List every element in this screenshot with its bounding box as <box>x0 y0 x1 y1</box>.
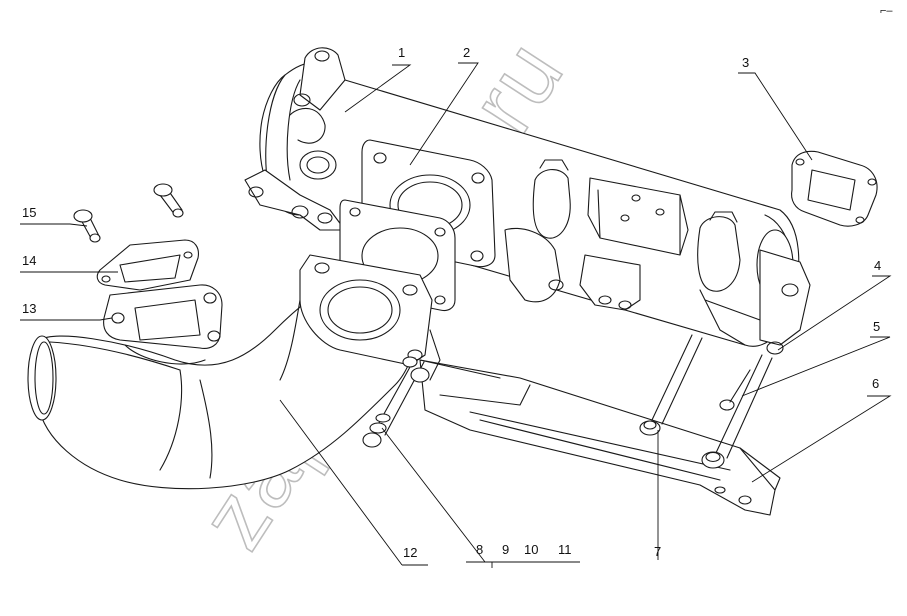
callout-9: 9 <box>502 542 509 557</box>
callout-8: 8 <box>476 542 483 557</box>
callout-2: 2 <box>463 45 470 60</box>
small-flange <box>103 284 223 365</box>
exhaust-elbow-pipe <box>27 254 441 490</box>
stud-bolts <box>73 183 184 243</box>
callout-10: 10 <box>524 542 538 557</box>
callout-1: 1 <box>398 45 405 60</box>
corner-mark: ⌐– <box>880 5 893 17</box>
callout-3: 3 <box>742 55 749 70</box>
callout-4: 4 <box>874 258 881 273</box>
gasket-3 <box>791 150 878 227</box>
callout-14: 14 <box>22 253 36 268</box>
callout-6: 6 <box>872 376 879 391</box>
bracket-plate <box>419 359 781 516</box>
callout-11: 11 <box>558 542 572 557</box>
long-bolts <box>639 334 773 469</box>
manifold-body <box>244 47 811 355</box>
callout-12: 12 <box>403 545 417 560</box>
bolt-washer-assembly <box>362 356 430 448</box>
callout-13: 13 <box>22 301 36 316</box>
leader-lines <box>20 62 892 568</box>
callout-labels: 1 2 3 4 5 6 7 8 9 10 11 12 13 14 15 <box>22 45 881 560</box>
gasket-14 <box>96 239 199 291</box>
callout-15: 15 <box>22 205 36 220</box>
callout-7: 7 <box>654 544 661 559</box>
callout-5: 5 <box>873 319 880 334</box>
